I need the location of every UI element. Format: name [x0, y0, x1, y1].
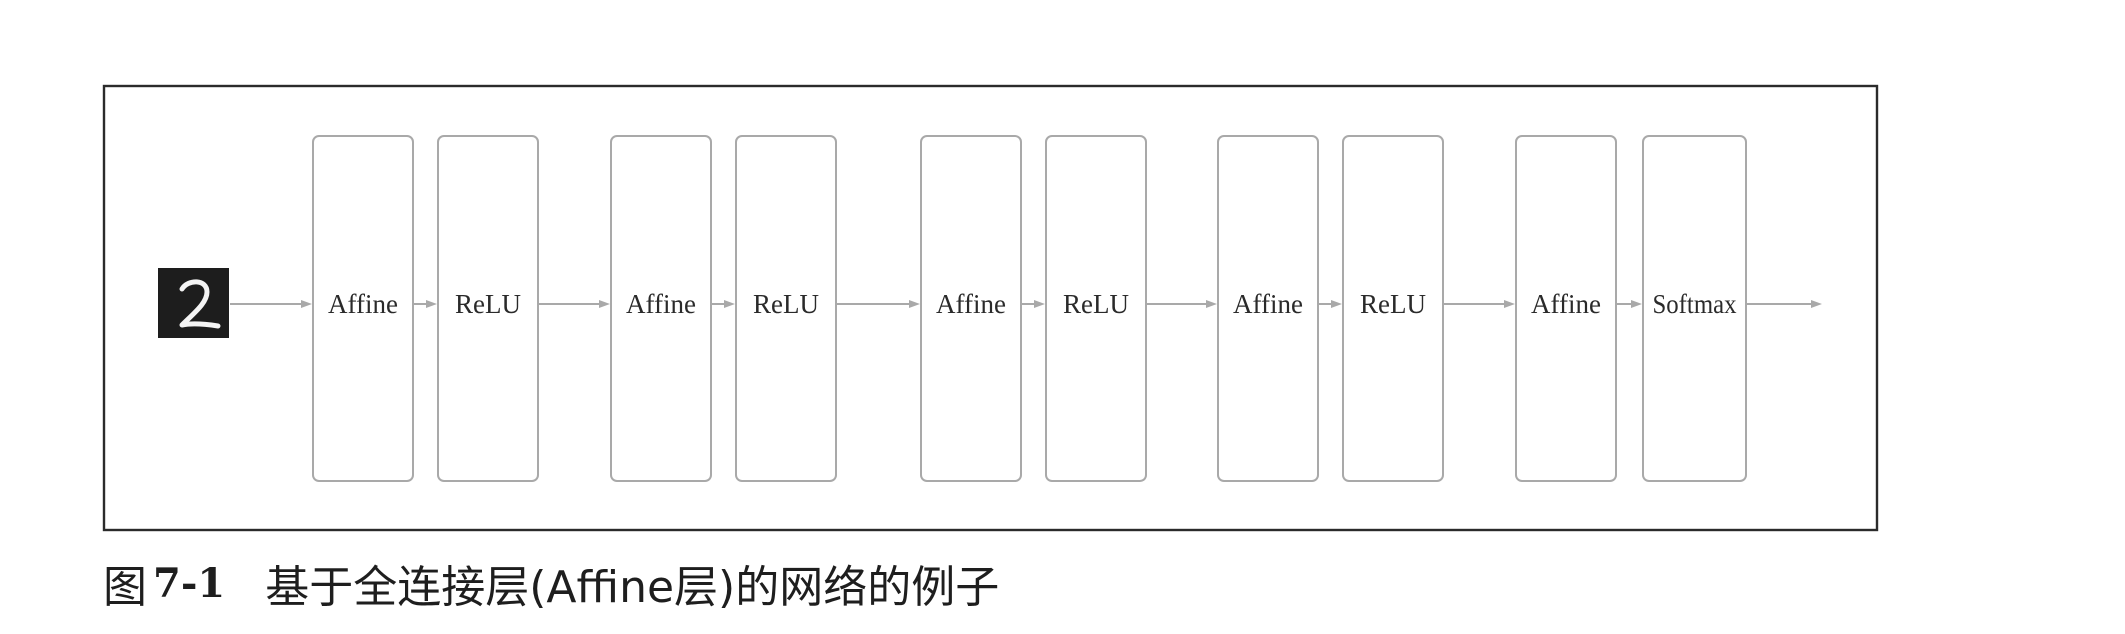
arrow-head [1504, 300, 1515, 308]
caption-figure-number: 7-1 [153, 559, 226, 607]
input-digit-image [158, 268, 229, 338]
layer-label: ReLU [1063, 289, 1129, 319]
connection-arrow [413, 300, 437, 308]
layer-box [1342, 135, 1444, 482]
layer-label: ReLU [455, 289, 521, 319]
connection-arrow [1443, 300, 1515, 308]
layer-box [735, 135, 837, 482]
arrow-head [1331, 300, 1342, 308]
connection-arrow [1021, 300, 1045, 308]
arrow-head [1206, 300, 1217, 308]
connection-arrow [1146, 300, 1217, 308]
caption-text: 基于全连接层(Affine层)的网络的例子 [265, 562, 1000, 613]
layer-relu: ReLU [437, 135, 539, 482]
arrow-head [301, 300, 312, 308]
layer-box [1045, 135, 1147, 482]
figure-frame [102, 84, 1879, 532]
layer-label: ReLU [753, 289, 819, 319]
layer-label: Affine [328, 289, 398, 319]
connection-arrow [1318, 300, 1342, 308]
layer-softmax: Softmax [1642, 135, 1747, 482]
layer-label: Affine [1531, 289, 1601, 319]
layer-box [437, 135, 539, 482]
layer-affine: Affine [920, 135, 1022, 482]
connection-arrow [1616, 300, 1642, 308]
layer-affine: Affine [312, 135, 414, 482]
figure-caption: 图 7-1 基于全连接层(Affine层)的网络的例子 [103, 553, 1000, 614]
layer-label: Affine [626, 289, 696, 319]
layer-box [312, 135, 414, 482]
arrow-head [1631, 300, 1642, 308]
layer-affine: Affine [1515, 135, 1617, 482]
layer-box [1515, 135, 1617, 482]
layer-relu: ReLU [1342, 135, 1444, 482]
layer-box [610, 135, 712, 482]
arrow-head [1811, 300, 1822, 308]
arrow-group [230, 300, 1822, 308]
connection-arrow [538, 300, 610, 308]
layer-box [1642, 135, 1747, 482]
arrow-head [599, 300, 610, 308]
arrow-head [426, 300, 437, 308]
layer-label: Affine [936, 289, 1006, 319]
caption-prefix: 图 [103, 562, 147, 613]
layer-group: Affine ReLU Affine ReLU Affine ReLU Affine ReLU… [312, 135, 1747, 482]
layer-relu: ReLU [735, 135, 837, 482]
connection-arrow [230, 300, 312, 308]
layer-box [1217, 135, 1319, 482]
layer-box [920, 135, 1022, 482]
connection-arrow [836, 300, 920, 308]
connection-arrow [711, 300, 735, 308]
connection-arrow [1746, 300, 1822, 308]
layer-label: ReLU [1360, 289, 1426, 319]
layer-label: Softmax [1653, 289, 1737, 319]
arrow-head [724, 300, 735, 308]
layer-relu: ReLU [1045, 135, 1147, 482]
arrow-head [1034, 300, 1045, 308]
layer-affine: Affine [610, 135, 712, 482]
layer-label: Affine [1233, 289, 1303, 319]
digit-glyph-stroke [179, 279, 221, 329]
arrow-head [909, 300, 920, 308]
layer-affine: Affine [1217, 135, 1319, 482]
